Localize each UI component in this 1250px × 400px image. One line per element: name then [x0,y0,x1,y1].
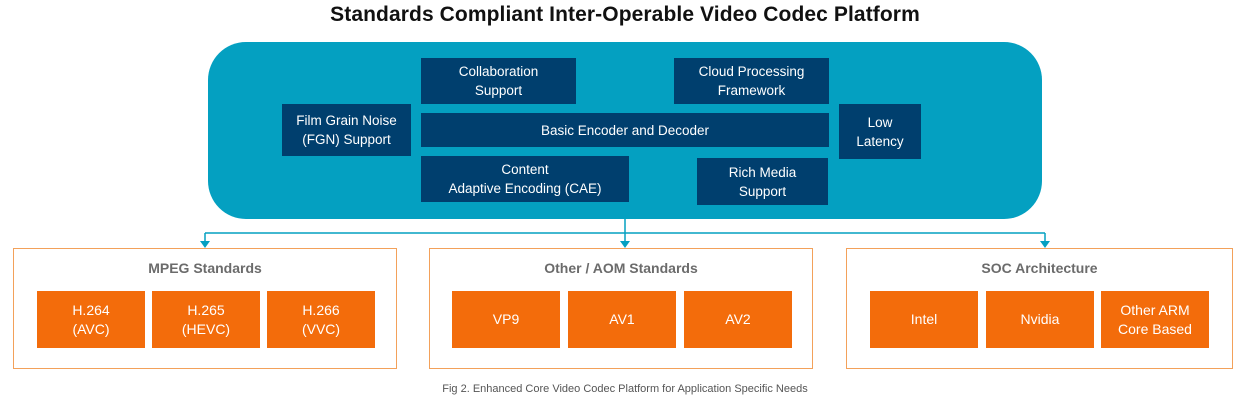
feature-rich-media-support: Rich Media Support [697,158,828,205]
arrowhead-aom [620,241,630,248]
feature-content-adaptive-encoding: Content Adaptive Encoding (CAE) [421,156,629,202]
soc-intel: Intel [870,291,978,348]
group-title: Other / AOM Standards [544,260,698,276]
standard-h266: H.266 (VVC) [267,291,375,348]
standard-h264: H.264 (AVC) [37,291,145,348]
group-aom-standards: Other / AOM Standards VP9 AV1 AV2 [429,248,813,369]
group-title: MPEG Standards [148,260,262,276]
arrowhead-mpeg [200,241,210,248]
soc-other-arm: Other ARM Core Based [1101,291,1209,348]
standard-av1: AV1 [568,291,676,348]
feature-low-latency: Low Latency [839,104,921,159]
group-title: SOC Architecture [981,260,1098,276]
figure-caption: Fig 2. Enhanced Core Video Codec Platfor… [442,383,808,395]
standard-vp9: VP9 [452,291,560,348]
group-soc-architecture: SOC Architecture Intel Nvidia Other ARM … [846,248,1233,369]
soc-nvidia: Nvidia [986,291,1094,348]
feature-basic-encoder-decoder: Basic Encoder and Decoder [421,113,829,147]
feature-cloud-processing-framework: Cloud Processing Framework [674,58,829,104]
standard-av2: AV2 [684,291,792,348]
feature-collaboration-support: Collaboration Support [421,58,576,104]
diagram-title: Standards Compliant Inter-Operable Video… [330,3,920,26]
feature-film-grain-noise-support: Film Grain Noise (FGN) Support [282,104,411,156]
standard-h265: H.265 (HEVC) [152,291,260,348]
arrowhead-soc [1040,241,1050,248]
group-mpeg-standards: MPEG Standards H.264 (AVC) H.265 (HEVC) … [13,248,397,369]
